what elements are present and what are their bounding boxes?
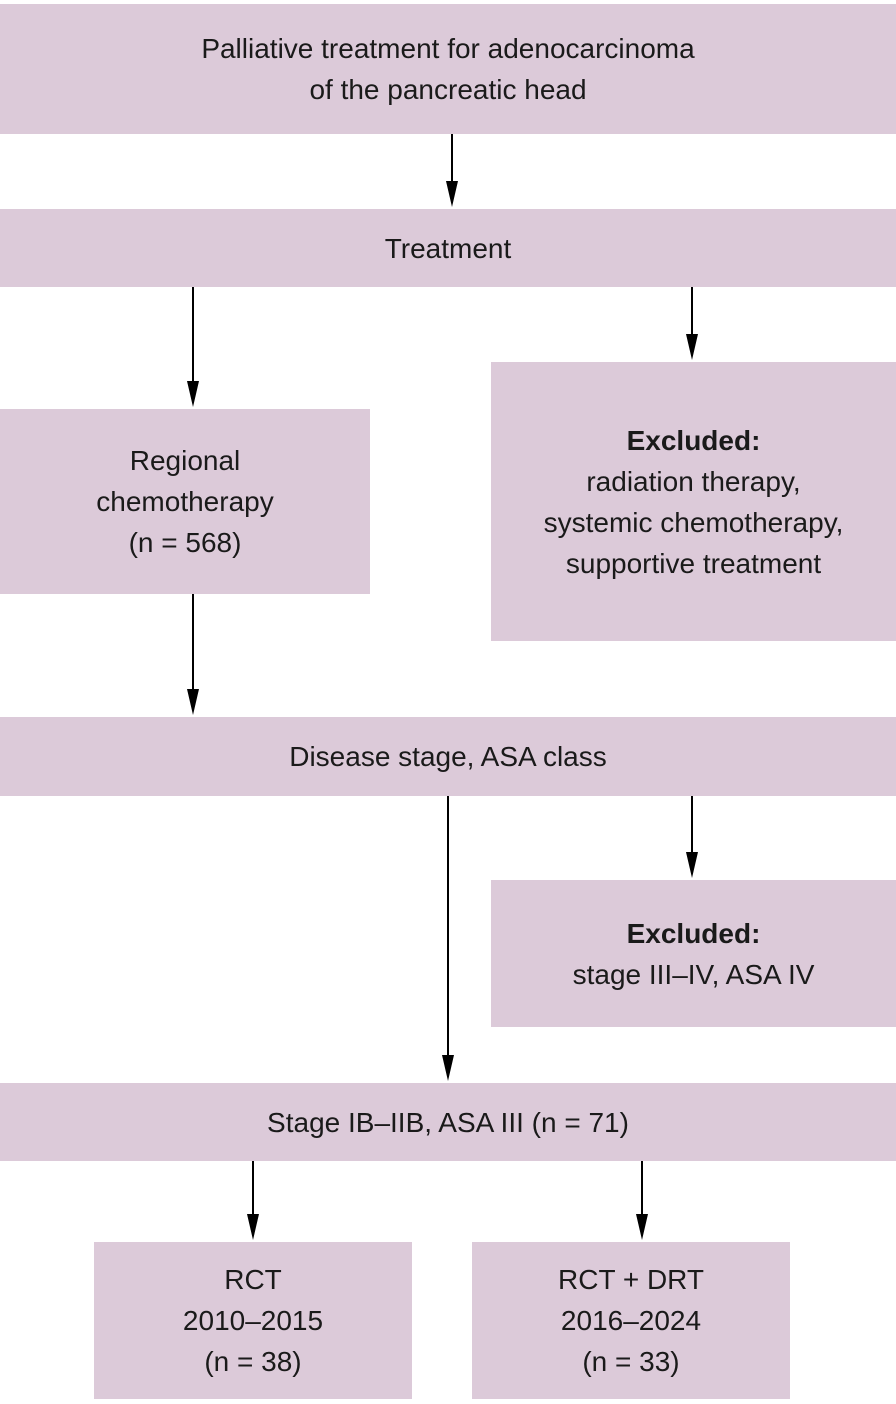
box-rct-drt-line3: (n = 33)	[582, 1346, 680, 1377]
box-palliative-treatment-line2: of the pancreatic head	[309, 74, 587, 105]
box-excluded-stage: Excluded: stage III–IV, ASA IV	[491, 880, 896, 1027]
box-rct-drt-line2: 2016–2024	[560, 1305, 702, 1336]
box-rct-drt: RCT + DRT 2016–2024 (n = 33)	[472, 1242, 790, 1399]
arrowhead-treatment-to-excluded	[686, 334, 698, 360]
box-excluded-treatments-line3: supportive treatment	[565, 547, 822, 579]
box-palliative-treatment: Palliative treatment for adenocarcinoma …	[0, 4, 896, 134]
box-excluded-stage-heading: Excluded:	[626, 917, 761, 949]
box-palliative-treatment-line1: Palliative treatment for adenocarcinoma	[201, 33, 695, 64]
box-excluded-treatments-line1: radiation therapy,	[586, 465, 801, 497]
box-stage-ib-iib-label: Stage IB–IIB, ASA III (n = 71)	[267, 1106, 629, 1138]
box-excluded-treatments: Excluded: radiation therapy, systemic ch…	[491, 362, 896, 641]
box-regional-chemotherapy: Regional chemotherapy (n = 568)	[0, 409, 370, 594]
arrowhead-top-to-treatment	[446, 181, 458, 207]
box-rct-drt-line1: RCT + DRT	[558, 1264, 704, 1295]
box-rct-line3: (n = 38)	[204, 1346, 302, 1377]
box-regional-line1: Regional	[129, 445, 241, 476]
box-regional-line2: chemotherapy	[96, 486, 274, 517]
arrowhead-stage-ib-to-rct-drt	[636, 1214, 648, 1240]
arrowhead-disease-stage-to-excluded	[686, 852, 698, 878]
box-excluded-treatments-heading: Excluded:	[626, 424, 761, 456]
arrowhead-regional-to-disease-stage	[187, 689, 199, 715]
box-treatment-label: Treatment	[384, 232, 512, 264]
arrowhead-stage-ib-to-rct	[247, 1214, 259, 1240]
arrowhead-disease-stage-to-stage-ib	[442, 1055, 454, 1081]
box-regional-line3: (n = 568)	[128, 527, 242, 558]
box-excluded-stage-line1: stage III–IV, ASA IV	[572, 958, 815, 990]
box-rct-line2: 2010–2015	[182, 1305, 324, 1336]
box-excluded-treatments-line2: systemic chemotherapy,	[543, 506, 844, 538]
box-treatment: Treatment	[0, 209, 896, 287]
box-disease-stage-label: Disease stage, ASA class	[289, 741, 607, 772]
box-rct: RCT 2010–2015 (n = 38)	[94, 1242, 412, 1399]
box-disease-stage: Disease stage, ASA class	[0, 717, 896, 796]
arrowhead-treatment-to-regional	[187, 381, 199, 407]
box-rct-line1: RCT	[224, 1264, 282, 1295]
box-stage-ib-iib: Stage IB–IIB, ASA III (n = 71)	[0, 1083, 896, 1161]
